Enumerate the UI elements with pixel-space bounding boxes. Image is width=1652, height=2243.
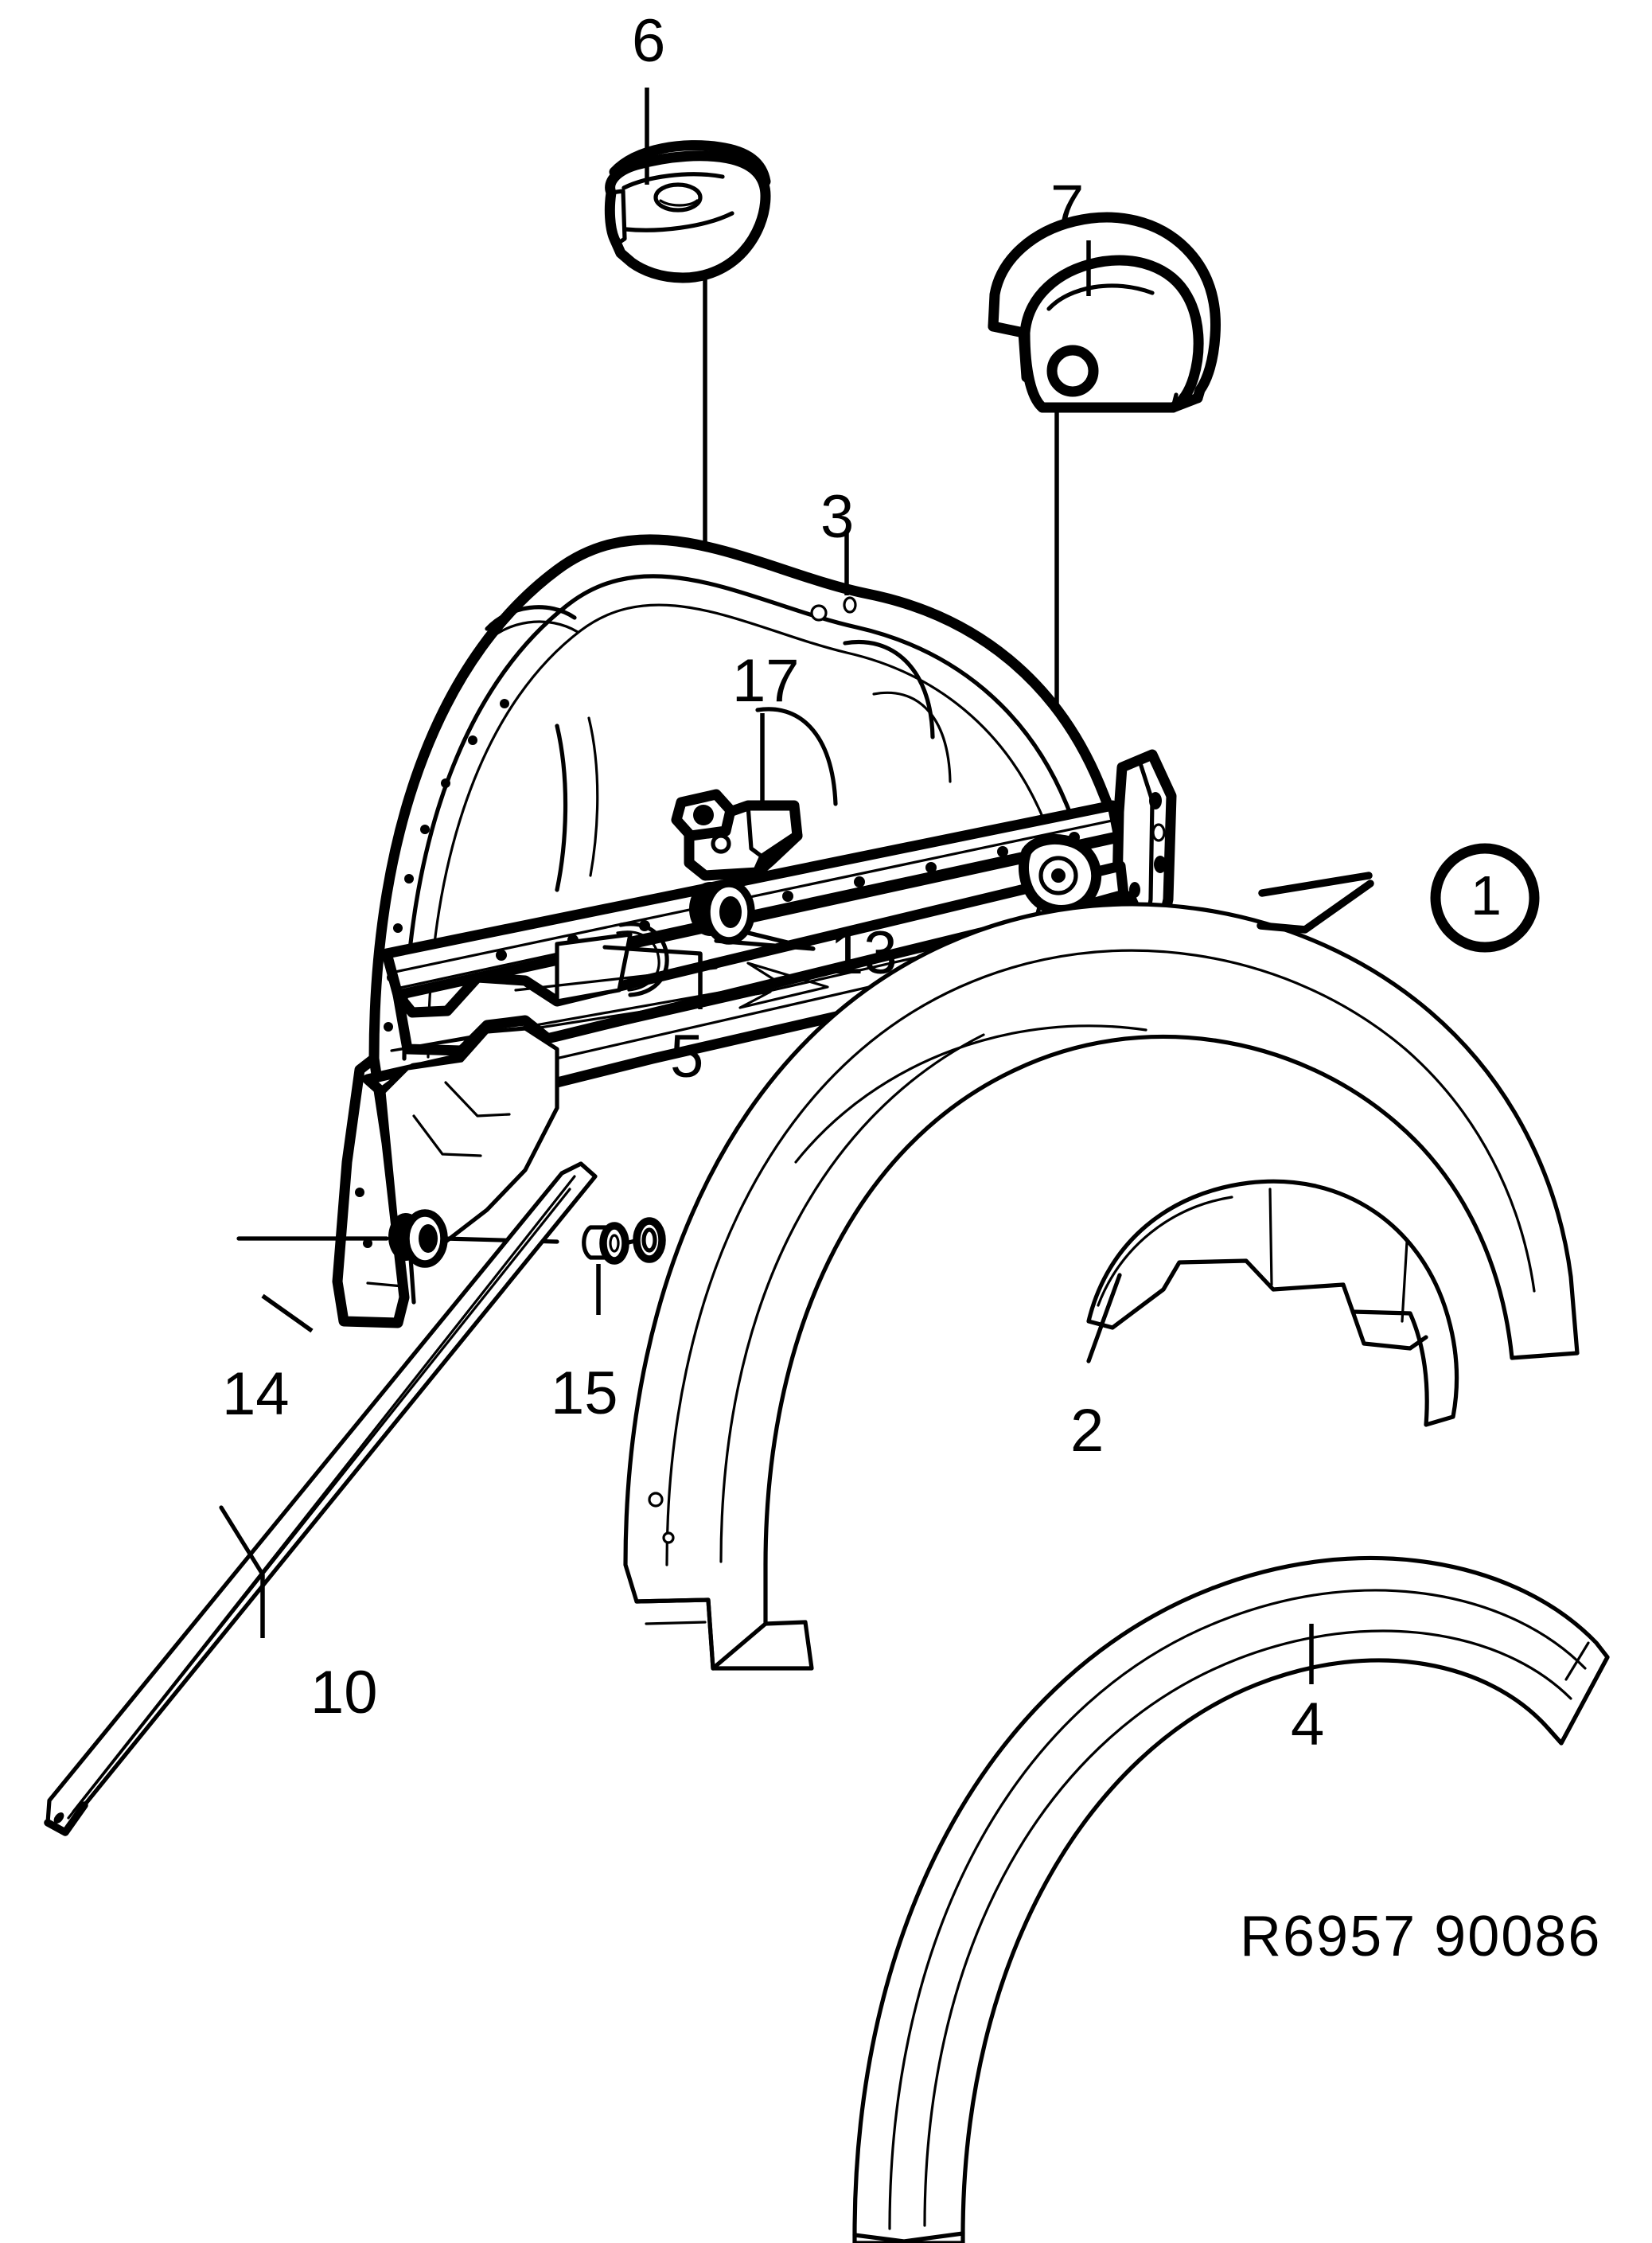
callout-14: 14 xyxy=(222,1360,290,1428)
part-7-damper-cover-shape xyxy=(988,212,1221,413)
leader-5-horizontal xyxy=(602,945,703,956)
inner-panel-mount-boss xyxy=(671,789,736,841)
part-10-moulding-strip xyxy=(44,1161,598,1836)
callout-13: 13 xyxy=(830,919,898,987)
leader-14 xyxy=(261,1293,314,1333)
callout-6: 6 xyxy=(632,7,666,75)
callout-7: 7 xyxy=(1050,173,1085,240)
part-6-cover-plate-shape xyxy=(604,140,771,283)
callout-4: 4 xyxy=(1291,1691,1325,1758)
part-4-arch-moulding xyxy=(852,1555,1610,2243)
leader-1-lower xyxy=(1257,880,1374,934)
callout-3: 3 xyxy=(820,483,855,551)
damper-tower-boss xyxy=(1019,833,1102,946)
part-15-grommet-shape xyxy=(582,1217,666,1265)
callout-5: 5 xyxy=(670,1023,704,1090)
callout-1-circle xyxy=(1430,843,1540,953)
leader-2 xyxy=(1086,1273,1122,1363)
callout-2: 2 xyxy=(1070,1397,1105,1465)
callout-10: 10 xyxy=(310,1659,378,1726)
leader-10-angled xyxy=(219,1505,265,1577)
part-14-bush-shape xyxy=(236,1209,559,1268)
callout-1: 1 xyxy=(1471,864,1502,926)
part-13-bush-shape xyxy=(689,880,755,945)
callout-15: 15 xyxy=(551,1359,618,1427)
leader-1-upper xyxy=(1258,872,1373,897)
callout-17: 17 xyxy=(732,647,800,715)
part-2-outer-wheel-arch xyxy=(623,902,1580,1671)
drawing-reference-code: R6957 90086 xyxy=(1240,1905,1602,1968)
